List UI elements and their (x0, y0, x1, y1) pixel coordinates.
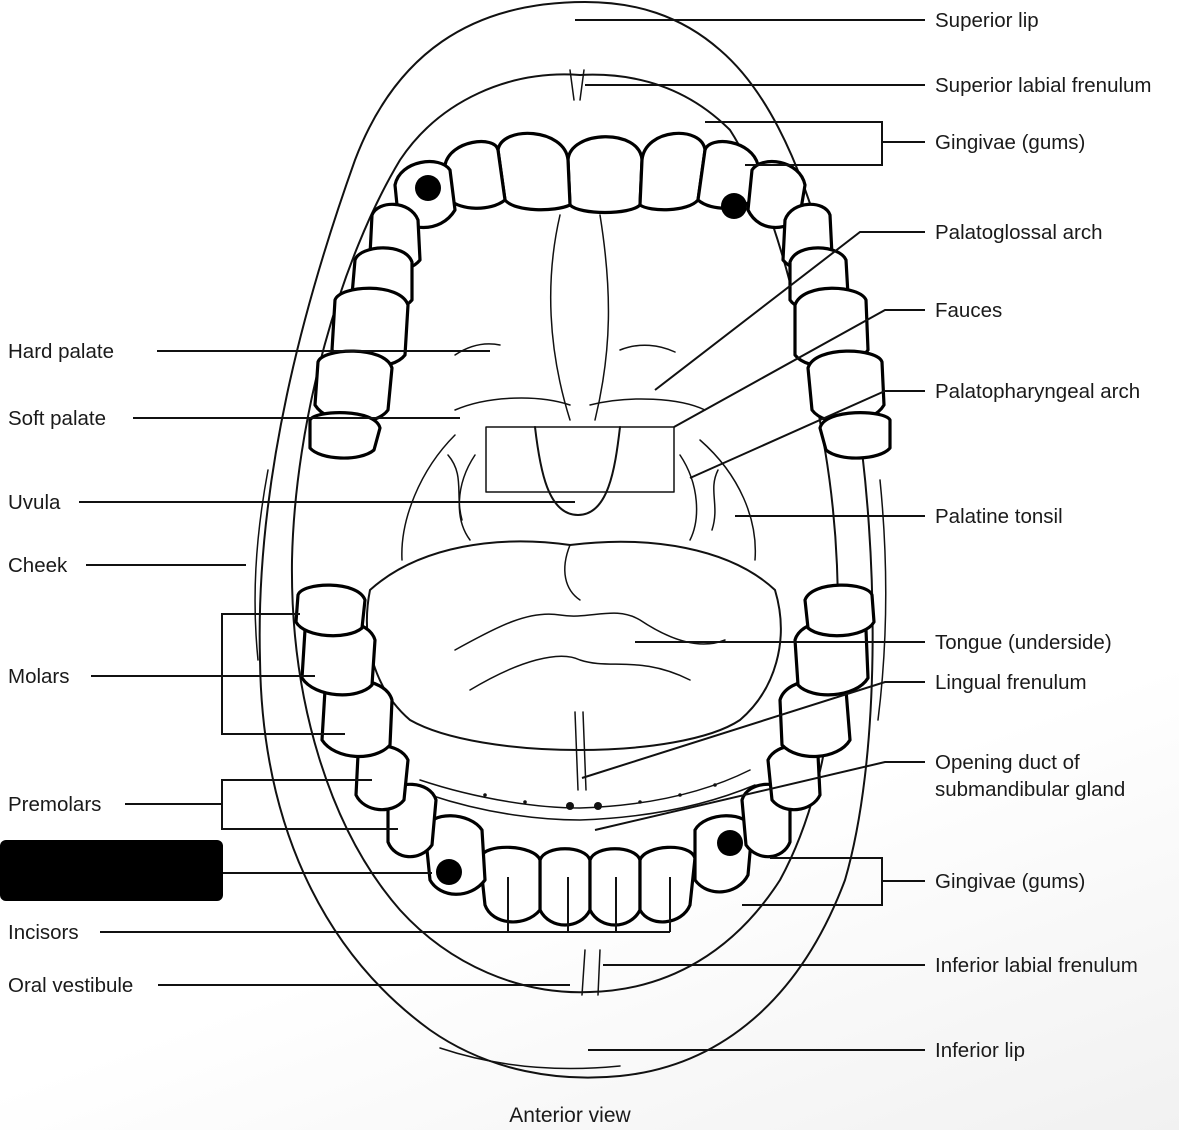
label-lingual-frenulum: Lingual frenulum (935, 671, 1087, 694)
mouth-floor-line (419, 769, 751, 809)
floor-dot (523, 800, 527, 804)
label-fauces: Fauces (935, 299, 1002, 322)
label-opening-duct-line1: Opening duct of (935, 751, 1080, 774)
mouth-floor-line-2 (429, 784, 756, 821)
upper-molar (818, 411, 892, 460)
label-palatoglossal-arch: Palatoglossal arch (935, 221, 1103, 244)
palatopharyngeal-arch-right (679, 454, 698, 541)
tonsil-left (447, 454, 463, 521)
label-molars: Molars (8, 665, 70, 688)
bracket-molars (91, 613, 345, 735)
label-palatopharyngeal-arch: Palatopharyngeal arch (935, 380, 1140, 403)
inferior-frenulum (581, 949, 601, 996)
lower-incisor (638, 845, 697, 924)
upper-molar (806, 349, 886, 424)
caption-anterior-view: Anterior view (509, 1104, 631, 1127)
bracket-gingivae-lower (742, 857, 925, 906)
tongue-fold-wave-lower (469, 655, 691, 691)
cheek-line-left (254, 469, 269, 661)
upper-incisor (443, 140, 507, 210)
label-uvula: Uvula (8, 491, 61, 514)
bracket-premolars (125, 779, 398, 830)
floor-dot (638, 800, 642, 804)
upper-dental-arch (308, 131, 892, 460)
labels-left: Hard palate Soft palate Uvula Cheek Mola… (8, 340, 133, 997)
inferior-lip-crease (439, 1047, 621, 1070)
submandibular-duct-opening-right (594, 802, 602, 810)
uvula (534, 426, 621, 516)
lower-molar (803, 583, 876, 638)
bracket-gingivae-upper (705, 121, 925, 166)
label-cheek: Cheek (8, 554, 68, 577)
palatopharyngeal-arch-left (458, 454, 476, 541)
submandibular-duct-opening-left (566, 802, 574, 810)
floor-dot (678, 793, 682, 797)
label-superior-labial-frenulum: Superior labial frenulum (935, 74, 1152, 97)
upper-canine-dot-left (415, 175, 441, 201)
label-tongue-underside: Tongue (underside) (935, 631, 1112, 654)
palatoglossal-arch-left (401, 434, 456, 561)
cheek-line-right (877, 479, 887, 721)
leader-incisors (100, 877, 671, 933)
label-hard-palate: Hard palate (8, 340, 114, 363)
upper-molar (308, 411, 382, 460)
superior-frenulum (569, 69, 585, 101)
soft-palate-arch (454, 397, 706, 411)
label-opening-duct-line2: submandibular gland (935, 778, 1125, 801)
label-premolars: Premolars (8, 793, 101, 816)
floor-dot (713, 783, 717, 787)
label-oral-vestibule: Oral vestibule (8, 974, 133, 997)
upper-incisor (638, 131, 707, 212)
lower-dental-arch (294, 583, 876, 927)
label-incisors: Incisors (8, 921, 79, 944)
lower-incisor (478, 845, 542, 924)
label-inferior-lip: Inferior lip (935, 1039, 1025, 1062)
palate-midline (549, 214, 610, 421)
mouth-illustration (254, 1, 892, 1079)
leader-lingual-frenulum (581, 681, 925, 779)
upper-incisor (496, 131, 572, 212)
tongue-outline (366, 540, 782, 751)
upper-molar (313, 349, 394, 424)
lower-incisor (538, 847, 592, 927)
leader-opening-duct (594, 761, 925, 831)
label-gingivae-lower: Gingivae (gums) (935, 870, 1085, 893)
tonsil-right (711, 469, 719, 531)
leader-palatopharyngeal-arch (689, 390, 925, 479)
fauces-box (485, 426, 675, 493)
tongue-fold-wave (454, 612, 726, 651)
leader-palatoglossal-arch (654, 231, 925, 391)
lower-molar (294, 583, 367, 638)
label-gingivae-upper: Gingivae (gums) (935, 131, 1085, 154)
palate-ridge-left (454, 343, 501, 356)
labels-right: Superior lip Superior labial frenulum Gi… (935, 9, 1152, 1062)
floor-dot (483, 793, 487, 797)
leader-fauces (673, 309, 925, 428)
label-palatine-tonsil: Palatine tonsil (935, 505, 1063, 528)
label-inferior-labial-frenulum: Inferior labial frenulum (935, 954, 1138, 977)
leader-lines (79, 19, 925, 1051)
upper-incisor (566, 135, 644, 215)
label-superior-lip: Superior lip (935, 9, 1039, 32)
redacted-label (0, 840, 223, 901)
palate-ridge-right (619, 344, 676, 353)
lower-canine-dot-right (717, 830, 743, 856)
lower-canine-dot-left (436, 859, 462, 885)
label-soft-palate: Soft palate (8, 407, 106, 430)
palatoglossal-arch-right (699, 439, 757, 561)
upper-canine-dot-right (721, 193, 747, 219)
tongue-fold-center (564, 544, 581, 601)
